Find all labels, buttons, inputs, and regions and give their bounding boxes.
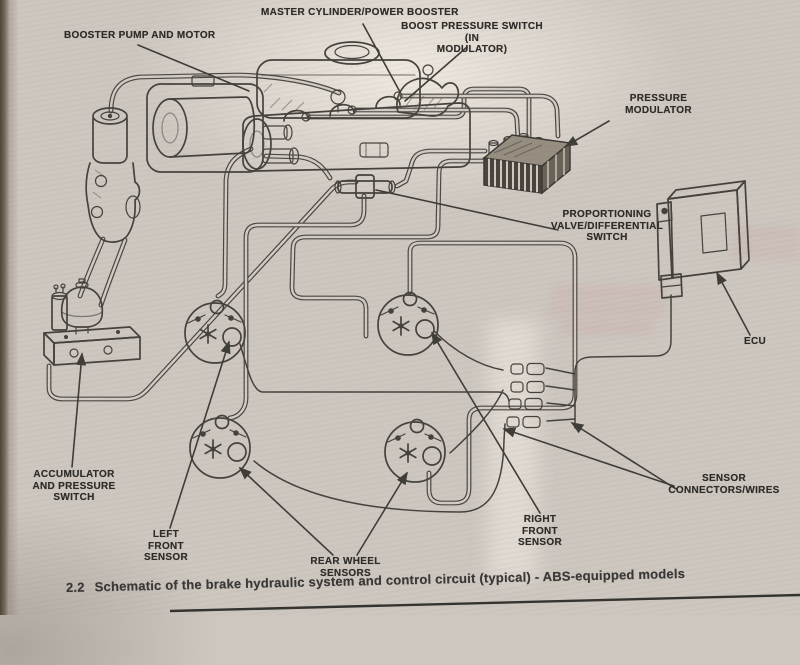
hydraulic-lines bbox=[46, 72, 578, 506]
sensor-wires bbox=[239, 294, 672, 513]
label-rear-wheel-sensors: REAR WHEEL SENSORS bbox=[310, 556, 381, 579]
wire-connector-4 bbox=[546, 418, 576, 422]
leader-right-front bbox=[431, 331, 541, 514]
label-left-front-sensor: LEFT FRONT SENSOR bbox=[143, 529, 189, 563]
connector-pair bbox=[510, 362, 545, 376]
label-pressure-modulator: PRESSURE MODULATOR bbox=[625, 93, 692, 116]
label-proportioning-valve: PROPORTIONING VALVE/DIFFERENTIAL SWITCH bbox=[550, 209, 664, 243]
leader-rear-right bbox=[356, 471, 408, 556]
left-front-wheel-sensor bbox=[184, 299, 246, 364]
label-booster-pump: BOOSTER PUMP AND MOTOR bbox=[64, 30, 216, 41]
label-sensor-connectors: SENSOR CONNECTORS/WIRES bbox=[668, 473, 780, 496]
label-right-front-sensor: RIGHT FRONT SENSOR bbox=[517, 514, 563, 548]
ink-bleed-ghost bbox=[735, 228, 800, 240]
leader-ecu bbox=[716, 271, 751, 336]
leader-accumulator bbox=[71, 352, 87, 468]
leader-connectors-a bbox=[502, 427, 675, 487]
pipe-port2 bbox=[353, 107, 521, 142]
leader-master-cylinder bbox=[362, 23, 401, 93]
ecu-module bbox=[656, 180, 750, 299]
sensor-connectors bbox=[506, 362, 545, 429]
wire-left-front bbox=[239, 343, 510, 402]
booster-pump-and-motor bbox=[85, 75, 300, 243]
wire-connector-2 bbox=[545, 385, 576, 391]
page-edge-shadow bbox=[0, 0, 9, 615]
brake-system-schematic bbox=[43, 23, 800, 613]
wire-right-front bbox=[433, 330, 504, 371]
label-ecu: ECU bbox=[744, 336, 767, 347]
caption-rule bbox=[169, 593, 800, 613]
leader-prop-valve bbox=[375, 189, 559, 231]
label-leader-lines bbox=[71, 23, 751, 556]
ink-bleed-ghost bbox=[560, 322, 655, 334]
page-edge-soft-shadow bbox=[9, 0, 19, 615]
leader-pressure-modulator bbox=[564, 120, 610, 147]
ink-bleed-ghost bbox=[730, 246, 800, 257]
label-boost-pressure-switch: BOOST PRESSURE SWITCH (IN MODULATOR) bbox=[401, 21, 543, 55]
right-front-wheel-sensor bbox=[377, 291, 439, 356]
ink-bleed-ghost bbox=[548, 304, 666, 316]
label-master-cylinder: MASTER CYLINDER/POWER BOOSTER bbox=[261, 7, 459, 18]
label-accumulator: ACCUMULATOR AND PRESSURE SWITCH bbox=[32, 469, 116, 503]
master-cylinder-power-booster bbox=[242, 41, 471, 172]
accumulator-and-pressure-switch bbox=[43, 278, 141, 366]
wire-connector-1 bbox=[545, 367, 576, 375]
wire-rear-right bbox=[449, 389, 504, 454]
connector-pair bbox=[506, 415, 541, 429]
pressure-modulator bbox=[482, 132, 572, 195]
connector-pair bbox=[510, 380, 545, 394]
leader-left-front bbox=[169, 340, 231, 529]
wire-rear-left bbox=[253, 423, 506, 513]
ink-bleed-ghost bbox=[552, 286, 664, 299]
leader-boost-switch bbox=[404, 46, 468, 102]
leader-connectors-b bbox=[570, 422, 677, 490]
figure-number: 2.2 bbox=[65, 579, 85, 595]
wire-ecu bbox=[574, 294, 672, 429]
leader-booster-pump bbox=[137, 44, 250, 92]
connector-pair bbox=[508, 397, 543, 411]
wire-connector-3 bbox=[546, 402, 576, 407]
rear-right-wheel-sensor bbox=[384, 418, 446, 483]
leader-rear-left bbox=[238, 466, 334, 556]
